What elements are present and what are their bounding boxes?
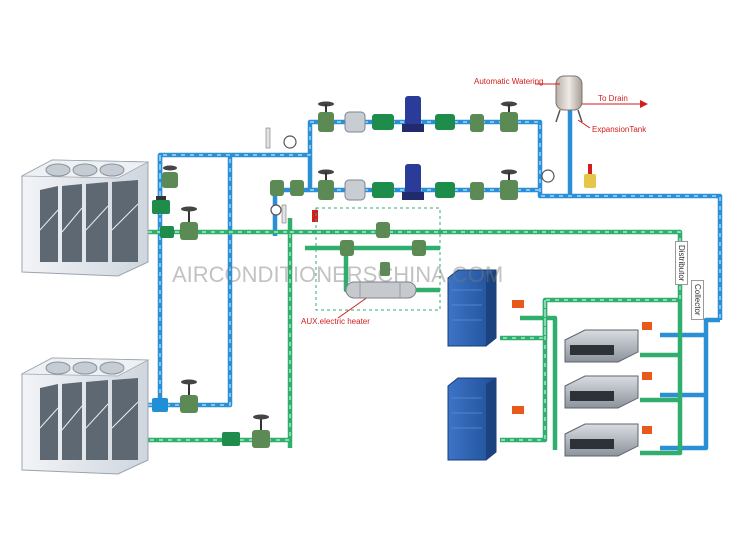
chiller-unit-bottom [20, 357, 150, 475]
gate-valve-icon [252, 414, 270, 448]
pump-line-upper [318, 96, 518, 133]
arrow-icon [640, 100, 648, 108]
control-valve-icon [512, 300, 652, 434]
return-pipe-flow [148, 231, 681, 441]
fan-coil-unit-1 [564, 329, 639, 363]
aux-heater-label: AUX.electric heater [301, 317, 370, 326]
thermometer-icon [265, 127, 287, 224]
to-drain-label: To Drain [598, 94, 628, 103]
pressure-gauge-icon [270, 135, 555, 216]
gate-valve-icon [180, 379, 198, 413]
watermark: AIRCONDITIONERSCHINA.COM [172, 262, 504, 287]
valve-handle-icon [312, 164, 596, 222]
aux-heater-boundary [315, 207, 441, 311]
aux-electric-heater [340, 222, 426, 299]
automatic-watering-label: Automatic Watering [474, 77, 544, 86]
expansion-tank-label: ExpansionTank [592, 125, 647, 134]
check-valve-icon [162, 165, 178, 188]
chiller-unit-top [20, 159, 150, 277]
gate-valve-icon [152, 196, 170, 214]
fan-coil-unit-2 [564, 375, 639, 409]
flexible-joint-icon [152, 226, 240, 446]
air-handling-unit-1 [447, 269, 497, 347]
air-handling-unit-2 [447, 377, 497, 461]
pump-line-lower [318, 164, 518, 201]
gate-valve-icon [270, 180, 304, 196]
gate-valve-icon [180, 206, 198, 240]
collector-label: Collector [691, 280, 704, 320]
distributor-label: Distributor [675, 241, 688, 286]
expansion-tank [555, 75, 583, 123]
fan-coil-unit-3 [564, 423, 639, 457]
